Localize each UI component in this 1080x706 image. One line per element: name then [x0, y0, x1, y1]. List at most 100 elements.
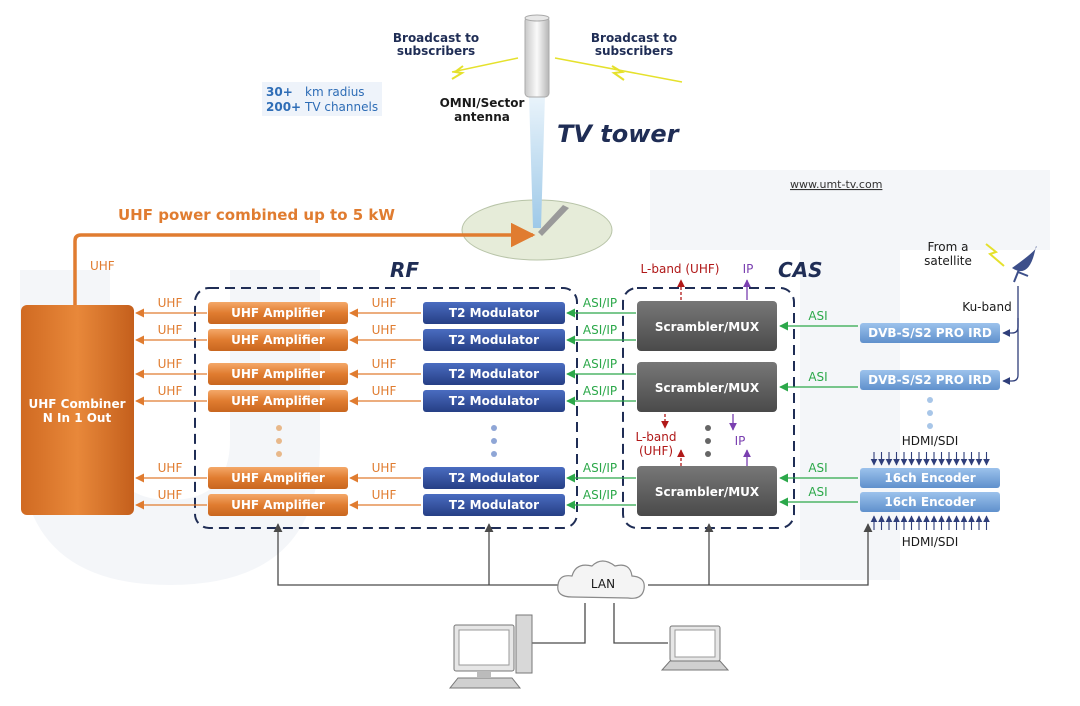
broadcast-left-line1: Broadcast to	[393, 31, 479, 45]
t2-modulator-box[interactable]	[423, 467, 565, 489]
combiner-line1: UHF Combiner	[28, 397, 125, 411]
combiner-out-label: UHF	[90, 259, 115, 273]
stats-box: 30+ km radius 200+ TV channels	[262, 82, 382, 116]
cas-title: CAS	[778, 258, 823, 282]
satellite-dish-icon	[985, 243, 1037, 283]
broadcast-left-line2: subscribers	[397, 44, 475, 58]
combined-power-line	[73, 222, 536, 305]
ku-band-label: Ku-band	[962, 300, 1011, 314]
uhf-amplifier-label: UHF Amplifier	[231, 471, 325, 485]
uhf-amplifier-label: UHF Amplifier	[231, 394, 325, 408]
broadcast-right-line2: subscribers	[595, 44, 673, 58]
asi-ip-label: ASI/IP	[583, 357, 617, 371]
asi-label: ASI	[808, 461, 827, 475]
t2-modulator-label: T2 Modulator	[449, 306, 539, 320]
scrambler-mux-3[interactable]	[637, 466, 777, 516]
asi-label: ASI	[808, 309, 827, 323]
satellite-label-line2: satellite	[924, 254, 972, 268]
t2-modulator-label: T2 Modulator	[449, 394, 539, 408]
stat-radius-value: 30+	[266, 85, 293, 99]
lan-lines	[273, 523, 873, 644]
lan-cloud-icon	[557, 560, 645, 599]
asi-ip-label: ASI/IP	[583, 296, 617, 310]
uhf-label: UHF	[372, 461, 397, 475]
scrambler-mux-1[interactable]	[637, 301, 777, 351]
cas-signal-arrows	[661, 279, 751, 466]
lband-mid-line2: (UHF)	[639, 444, 673, 458]
stat-channels-value: 200+	[266, 100, 301, 114]
stat-radius-label: km radius	[305, 85, 365, 99]
t2-modulator-box[interactable]	[423, 390, 565, 412]
asi-ip-label: ASI/IP	[583, 461, 617, 475]
satellite-label-line1: From a	[928, 240, 969, 254]
dvb-ird-box-2-label: DVB-S/S2 PRO IRD	[868, 373, 992, 387]
t2-modulator-label: T2 Modulator	[449, 498, 539, 512]
encoder-box-1-label: 16ch Encoder	[884, 471, 975, 485]
ku-line-2	[1002, 318, 1019, 385]
uhf-label: UHF	[158, 384, 183, 398]
signal-row: UHF UHF UHF Amplifier T2 Modulator ASI/IP	[135, 488, 636, 516]
antenna-label-line2: antenna	[454, 110, 510, 124]
uhf-amplifier-box[interactable]	[208, 494, 348, 516]
hdmi-sdi-bottom-label: HDMI/SDI	[902, 535, 959, 549]
broadcast-beams	[451, 57, 683, 83]
scrambler-mux-2[interactable]	[637, 362, 777, 412]
ip-top-label: IP	[743, 262, 754, 276]
uhf-amplifier-label: UHF Amplifier	[231, 498, 325, 512]
t2-modulator-label: T2 Modulator	[449, 471, 539, 485]
laptop-icon[interactable]	[660, 625, 730, 671]
tv-tower	[461, 14, 613, 261]
uhf-label: UHF	[158, 296, 183, 310]
t2-modulator-box[interactable]	[423, 494, 565, 516]
signal-row: UHF UHF UHF Amplifier T2 Modulator ASI/IP	[135, 323, 636, 351]
uhf-label: UHF	[372, 357, 397, 371]
hdmi-sdi-pins	[870, 452, 990, 530]
uhf-amplifier-label: UHF Amplifier	[231, 367, 325, 381]
encoder-box-1[interactable]	[860, 468, 1000, 488]
uhf-label: UHF	[372, 488, 397, 502]
uhf-combiner[interactable]: UHF Combiner N In 1 Out	[21, 305, 134, 515]
asi-ip-label: ASI/IP	[583, 323, 617, 337]
scrambler-mux-label: Scrambler/MUX	[655, 381, 760, 395]
dvb-ird-box-2[interactable]	[860, 370, 1000, 390]
scrambler-mux-label: Scrambler/MUX	[655, 485, 760, 499]
tower-title: TV tower	[557, 120, 681, 148]
asi-ip-label: ASI/IP	[583, 488, 617, 502]
desktop-computer-icon[interactable]	[448, 614, 533, 689]
omni-antenna-icon	[524, 16, 550, 98]
uhf-label: UHF	[372, 296, 397, 310]
encoder-box-2-label: 16ch Encoder	[884, 495, 975, 509]
lband-mid-line1: L-band	[636, 430, 677, 444]
t2-modulator-label: T2 Modulator	[449, 333, 539, 347]
lan-label: LAN	[591, 577, 615, 591]
uhf-label: UHF	[158, 323, 183, 337]
signal-row: UHF UHF UHF Amplifier T2 Modulator ASI/IP	[135, 461, 636, 489]
antenna-label-line1: OMNI/Sector	[440, 96, 525, 110]
uhf-amplifier-box[interactable]	[208, 302, 348, 324]
t2-modulator-box[interactable]	[423, 302, 565, 324]
asi-label: ASI	[808, 370, 827, 384]
uhf-label: UHF	[158, 357, 183, 371]
ip-mid-label: IP	[735, 434, 746, 448]
encoder-box-2[interactable]	[860, 492, 1000, 512]
power-label: UHF power combined up to 5 kW	[118, 206, 395, 224]
uhf-amplifier-box[interactable]	[208, 363, 348, 385]
hdmi-sdi-top-label: HDMI/SDI	[902, 434, 959, 448]
uhf-label: UHF	[372, 384, 397, 398]
asi-ip-label: ASI/IP	[583, 384, 617, 398]
dvb-ird-box-1[interactable]	[860, 323, 1000, 343]
uhf-label: UHF	[372, 323, 397, 337]
uhf-amplifier-box[interactable]	[208, 390, 348, 412]
uhf-amplifier-label: UHF Amplifier	[231, 333, 325, 347]
uhf-amplifier-box[interactable]	[208, 329, 348, 351]
t2-modulator-box[interactable]	[423, 329, 565, 351]
uhf-amplifier-box[interactable]	[208, 467, 348, 489]
stat-channels-label: TV channels	[304, 100, 378, 114]
continuation-dots	[276, 397, 933, 457]
website-link[interactable]: www.umt-tv.com	[790, 178, 882, 191]
t2-modulator-box[interactable]	[423, 363, 565, 385]
t2-modulator-label: T2 Modulator	[449, 367, 539, 381]
uhf-label: UHF	[158, 461, 183, 475]
uhf-label: UHF	[158, 488, 183, 502]
